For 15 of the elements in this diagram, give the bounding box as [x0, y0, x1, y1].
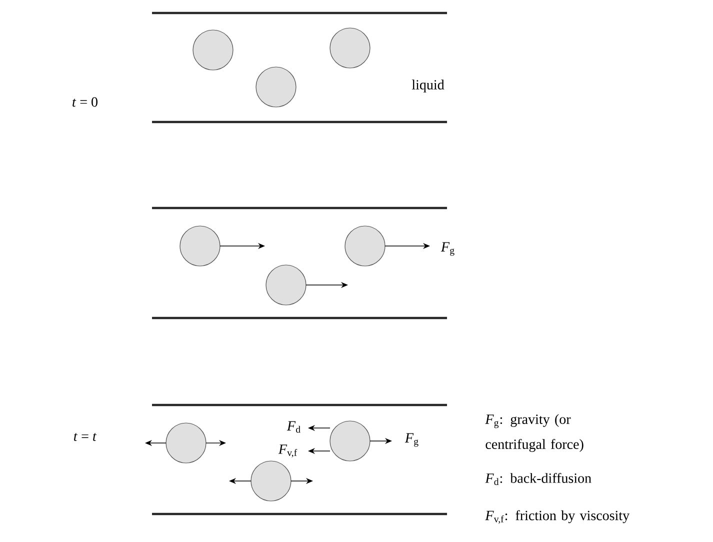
particle: [192, 30, 234, 70]
particle: [250, 460, 292, 502]
particle: [266, 264, 306, 306]
particle: [256, 66, 296, 108]
particle: [180, 226, 220, 266]
key-text: F$_{g}$: gravity (or centrifugal force): [485, 414, 584, 452]
time-label: t = t: [74, 433, 97, 441]
particle: [166, 422, 206, 464]
particle: [330, 28, 370, 68]
particle: [344, 226, 386, 266]
particle: [330, 420, 370, 462]
key-text: F$_{d}$: back-diffusion: [485, 472, 592, 486]
key-text: F$_{v,f}$: friction by viscosity: [485, 510, 630, 524]
force-label: F$_{d}$: [286, 421, 300, 433]
time-label: t = 0: [72, 97, 98, 107]
